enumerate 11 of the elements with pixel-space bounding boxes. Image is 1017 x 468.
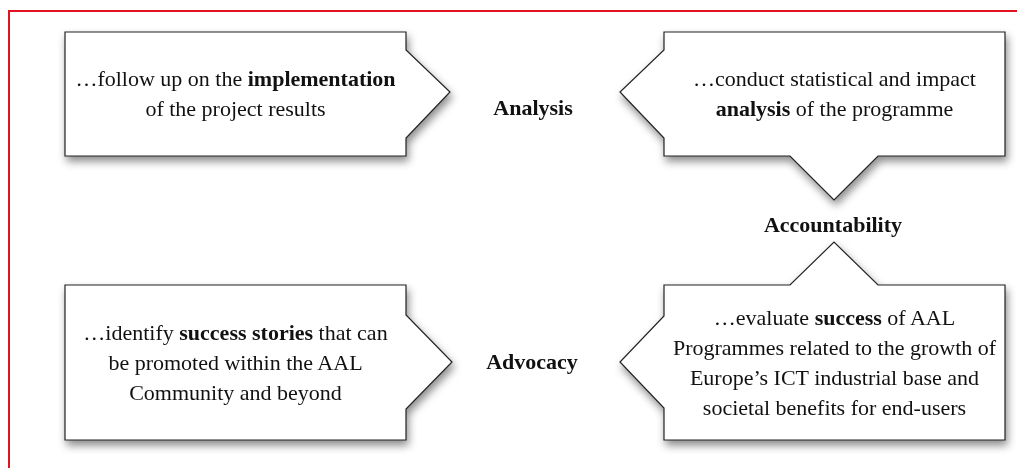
callout-text: …follow up on the implementation of the project results: [74, 65, 397, 123]
heading-label: Analysis: [493, 95, 573, 121]
callout-box: [620, 32, 1005, 200]
callout-box: [620, 242, 1005, 440]
callout-box: [65, 285, 452, 440]
callout-box: [65, 32, 450, 156]
heading-label: Accountability: [763, 212, 903, 238]
callout-text: …identify success stories that can be promoted within the AAL Community and beyond: [82, 318, 389, 407]
heading-label: Advocacy: [486, 349, 578, 375]
callout-text: …evaluate success of AAL Programmes related to the growth of Europe’s ICT industrial base and societal benefits for end-users: [671, 303, 998, 422]
callout-text: …conduct statistical and impact analysis of the programme: [692, 65, 977, 123]
